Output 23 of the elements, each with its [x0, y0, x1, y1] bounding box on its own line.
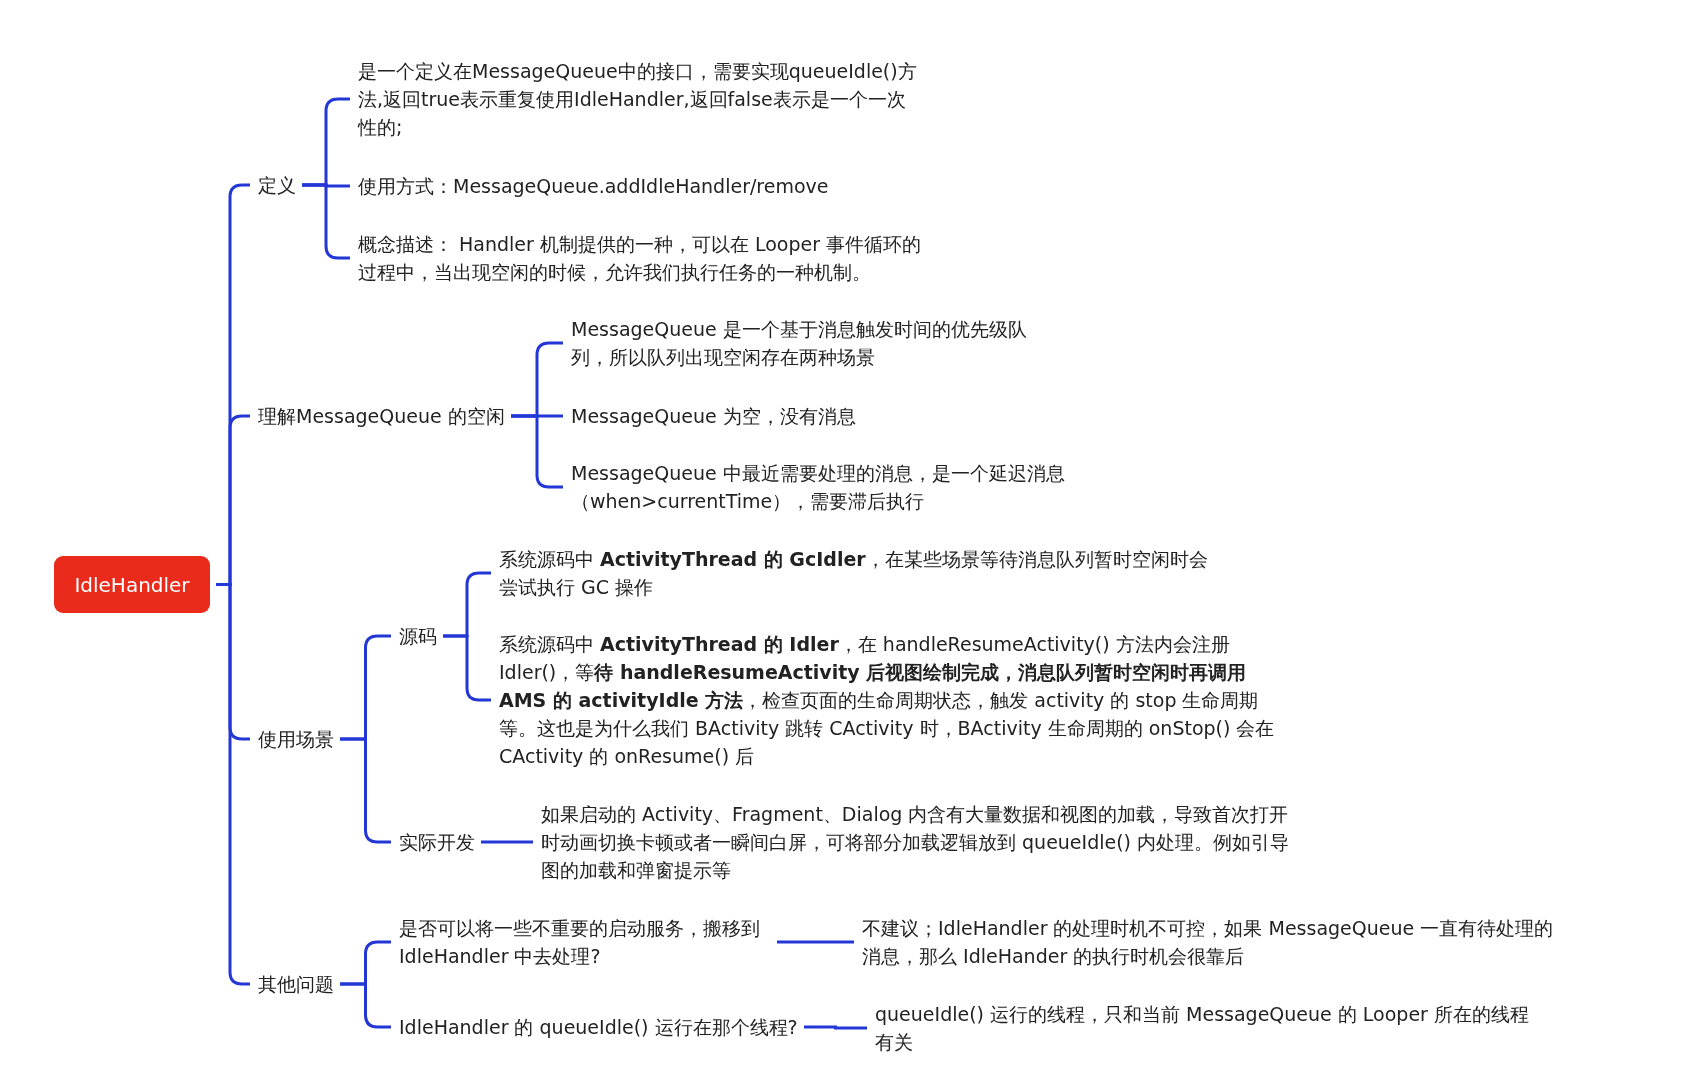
- topic-text: 其他问题: [258, 970, 334, 998]
- topic-text: 定义: [258, 171, 296, 199]
- note-text: 是否可以将一些不重要的启动服务，搬移到 IdleHandler 中去处理?: [399, 914, 771, 970]
- note-text: 不建议；IdleHandler 的处理时机不可控，如果 MessageQueue 一直有待处理的消息，那么 IdleHander 的执行时机会很靠后: [862, 914, 1562, 970]
- note-text: 如果启动的 Activity、Fragment、Dialog 内含有大量数据和视图的加载，导致首次打开时动画切换卡顿或者一瞬间白屏，可将部分加载逻辑放到 queueIdle() 内处理。例如引导图的加载和弹窗提示等: [541, 800, 1291, 884]
- note-text: MessageQueue 中最近需要处理的消息，是一个延迟消息（when>currentTime），需要滞后执行: [571, 459, 1101, 515]
- note-text: 系统源码中 ActivityThread 的 GcIdler，在某些场景等待消息队列暂时空闲时会尝试执行 GC 操作: [499, 545, 1219, 601]
- connector-line: [777, 940, 854, 944]
- root-box: IdleHandler: [54, 556, 210, 613]
- note-text: 系统源码中 ActivityThread 的 Idler，在 handleResumeActivity() 方法内会注册 Idler()，等待 handleResumeActivity 后视图绘制完成，消息队列暂时空闲时再调用 AMS 的 activityIdle 方法，检查页面的生命周期状态，触发 activity 的 stop 生命周期等。这也是为什么我们 BActivity 跳转 CActivity 时，BActivity 生命周期的 onStop() 会在 CActivity 的 onResume() 后: [499, 630, 1284, 770]
- note-text: MessageQueue 为空，没有消息: [571, 402, 856, 430]
- connector-line: [481, 840, 533, 844]
- topic-text: 源码: [399, 622, 437, 650]
- topic-text: 使用场景: [258, 725, 334, 753]
- note-text: 概念描述： Handler 机制提供的一种，可以在 Looper 事件循环的过程中，当出现空闲的时候，允许我们执行任务的一种机制。: [358, 230, 938, 286]
- note-text: 是一个定义在MessageQueue中的接口，需要实现queueIdle()方法,返回true表示重复使用IdleHandler,返回false表示是一个一次性的;: [358, 57, 918, 141]
- note-text: 使用方式：MessageQueue.addIdleHandler/remove: [358, 172, 829, 200]
- topic-text: 实际开发: [399, 828, 475, 856]
- note-text: MessageQueue 是一个基于消息触发时间的优先级队列，所以队列出现空闲存在两种场景: [571, 315, 1051, 371]
- connector-line: [804, 1025, 867, 1030]
- note-text: IdleHandler 的 queueIdle() 运行在那个线程?: [399, 1013, 798, 1041]
- topic-text: 理解MessageQueue 的空闲: [258, 402, 505, 430]
- note-text: queueIdle() 运行的线程，只和当前 MessageQueue 的 Looper 所在的线程有关: [875, 1000, 1535, 1056]
